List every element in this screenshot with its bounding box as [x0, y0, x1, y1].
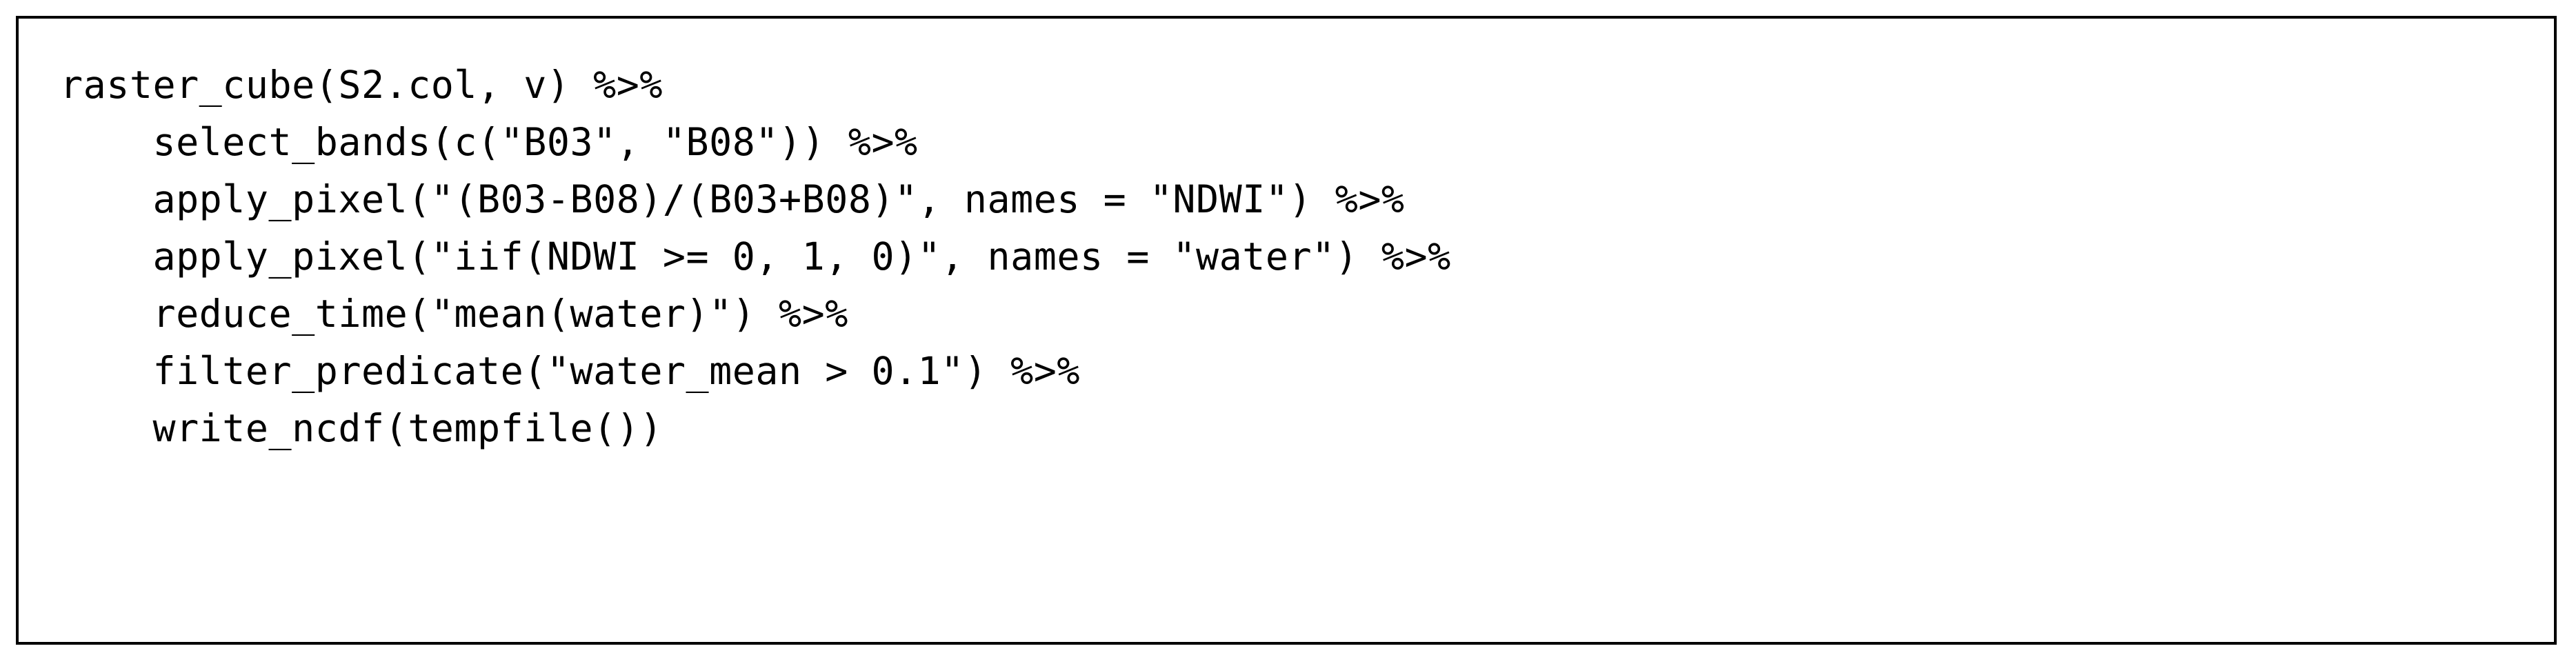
code-line: select_bands(c("B03", "B08")) %>%	[60, 120, 918, 164]
code-block: raster_cube(S2.col, v) %>% select_bands(…	[60, 57, 2540, 457]
code-line: filter_predicate("water_mean > 0.1") %>%	[60, 349, 1080, 393]
code-listing-frame: raster_cube(S2.col, v) %>% select_bands(…	[16, 16, 2557, 645]
code-line: write_ncdf(tempfile())	[60, 406, 663, 450]
code-line: raster_cube(S2.col, v) %>%	[60, 63, 663, 107]
code-line: reduce_time("mean(water)") %>%	[60, 292, 848, 336]
code-line: apply_pixel("(B03-B08)/(B03+B08)", names…	[60, 177, 1405, 221]
code-line: apply_pixel("iif(NDWI >= 0, 1, 0)", name…	[60, 234, 1451, 279]
